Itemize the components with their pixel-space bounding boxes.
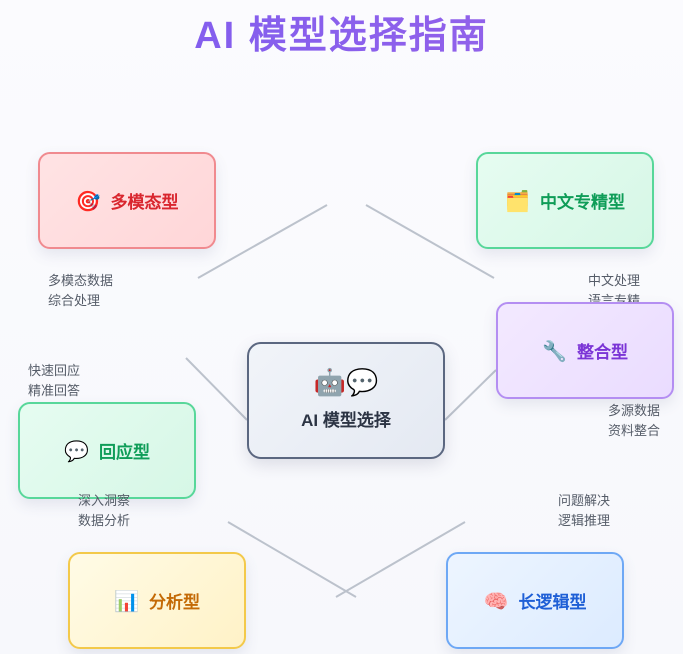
wrench-icon: 🔧 [542, 338, 567, 363]
speech-bubble-icon: 💬 [64, 438, 89, 463]
node-description: 多模态数据 综合处理 [48, 271, 113, 311]
desc-line: 数据分析 [78, 513, 131, 528]
center-label: AI 模型选择 [301, 411, 391, 430]
desc-line: 精准回答 [28, 383, 81, 398]
bar-chart-icon: 📊 [114, 588, 139, 613]
node-description: 深入洞察 数据分析 [78, 491, 130, 531]
node-logic[interactable]: 🧠 长逻辑型 [446, 552, 624, 649]
desc-line: 综合处理 [48, 293, 101, 308]
node-analysis[interactable]: 📊 分析型 [68, 552, 246, 649]
desc-line: 多源数据 [608, 403, 661, 418]
connector-line [365, 204, 495, 279]
target-icon: 🎯 [75, 188, 101, 213]
node-label: 分析型 [148, 593, 200, 612]
desc-line: 快速回应 [28, 363, 81, 378]
desc-line: 深入洞察 [78, 493, 131, 508]
node-chinese[interactable]: 🗂️ 中文专精型 [476, 152, 654, 249]
center-node[interactable]: 🤖💬 AI 模型选择 [247, 342, 445, 459]
node-integrate[interactable]: 🔧 整合型 [496, 302, 674, 399]
connector-line [335, 521, 466, 598]
card-box-icon: 🗂️ [505, 188, 530, 213]
node-label: 整合型 [576, 343, 628, 362]
desc-line: 逻辑推理 [558, 513, 611, 528]
desc-line: 问题解决 [558, 493, 611, 508]
connector-line [227, 521, 357, 598]
connector-line [185, 357, 248, 421]
brain-icon: 🧠 [483, 588, 509, 613]
node-label: 回应型 [98, 443, 150, 462]
node-reply[interactable]: 💬 回应型 [18, 402, 196, 499]
desc-line: 多模态数据 [48, 273, 114, 288]
node-multimodal[interactable]: 🎯 多模态型 [38, 152, 216, 249]
desc-line: 中文处理 [588, 273, 641, 288]
node-description: 快速回应 精准回答 [28, 361, 80, 401]
node-description: 问题解决 逻辑推理 [558, 491, 610, 531]
node-label: 长逻辑型 [518, 593, 587, 612]
desc-line: 资料整合 [608, 423, 661, 438]
connector-line [197, 204, 328, 279]
connector-line [444, 369, 497, 421]
node-description: 多源数据 资料整合 [608, 401, 660, 441]
page-title: AI 模型选择指南 [0, 4, 683, 59]
node-label: 多模态型 [110, 193, 179, 212]
robot-chat-icon: 🤖💬 [313, 368, 379, 398]
node-label: 中文专精型 [539, 193, 625, 212]
